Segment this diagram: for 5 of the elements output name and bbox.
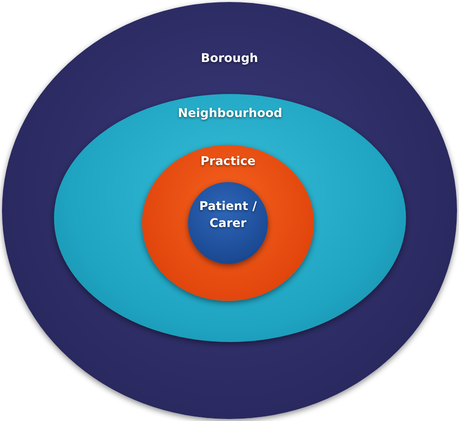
ring-label: Neighbourhood xyxy=(176,105,284,122)
ring-label: Borough xyxy=(200,50,260,67)
ring-label: Patient / Carer xyxy=(198,198,258,232)
ring-label: Practice xyxy=(199,153,257,170)
ring-ellipse xyxy=(188,182,268,264)
